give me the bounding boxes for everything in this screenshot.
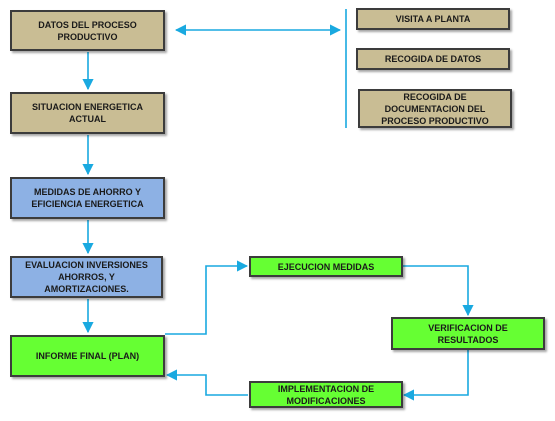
node-evaluacion-inversiones-label: EVALUACION INVERSIONES AHORROS, Y AMORTI… [25, 260, 148, 294]
node-situacion-energetica: SITUACION ENERGETICA ACTUAL [10, 92, 165, 134]
node-evaluacion-inversiones: EVALUACION INVERSIONES AHORROS, Y AMORTI… [10, 256, 163, 298]
node-recogida-datos-label: RECOGIDA DE DATOS [384, 54, 482, 64]
node-recogida-documentacion: RECOGIDA DE DOCUMENTACION DEL PROCESO PR… [358, 89, 512, 128]
arrow-implementacion-to-informe [165, 369, 248, 396]
node-visita-planta-label: VISITA A PLANTA [395, 14, 471, 24]
node-verificacion-resultados-label: VERIFICACION DE RESULTADOS [428, 322, 508, 345]
node-informe-final: INFORME FINAL (PLAN) [10, 335, 165, 377]
node-implementacion-modificaciones-label: IMPLEMENTACION DE MODIFICACIONES [277, 383, 375, 406]
arrow-verificacion-to-implementacion [402, 350, 469, 401]
arrow-informe-to-ejecucion [165, 260, 249, 335]
arrow-ejecucion-to-verificacion [403, 265, 474, 317]
node-ejecucion-medidas-label: EJECUCION MEDIDAS [277, 261, 375, 272]
node-recogida-datos: RECOGIDA DE DATOS [356, 48, 510, 70]
node-informe-final-label: INFORME FINAL (PLAN) [35, 351, 140, 361]
node-datos-proceso: DATOS DEL PROCESO PRODUCTIVO [10, 10, 165, 51]
node-visita-planta: VISITA A PLANTA [356, 8, 510, 30]
node-medidas-ahorro-label: MEDIDAS DE AHORRO Y EFICIENCIA ENERGETIC… [31, 187, 144, 209]
node-recogida-documentacion-label: RECOGIDA DE DOCUMENTACION DEL PROCESO PR… [381, 91, 489, 126]
node-medidas-ahorro: MEDIDAS DE AHORRO Y EFICIENCIA ENERGETIC… [10, 177, 165, 219]
node-ejecucion-medidas: EJECUCION MEDIDAS [249, 256, 403, 277]
node-verificacion-resultados: VERIFICACION DE RESULTADOS [391, 317, 545, 350]
node-situacion-energetica-label: SITUACION ENERGETICA ACTUAL [31, 102, 143, 124]
node-datos-proceso-label: DATOS DEL PROCESO PRODUCTIVO [38, 19, 137, 42]
node-implementacion-modificaciones: IMPLEMENTACION DE MODIFICACIONES [249, 381, 403, 408]
